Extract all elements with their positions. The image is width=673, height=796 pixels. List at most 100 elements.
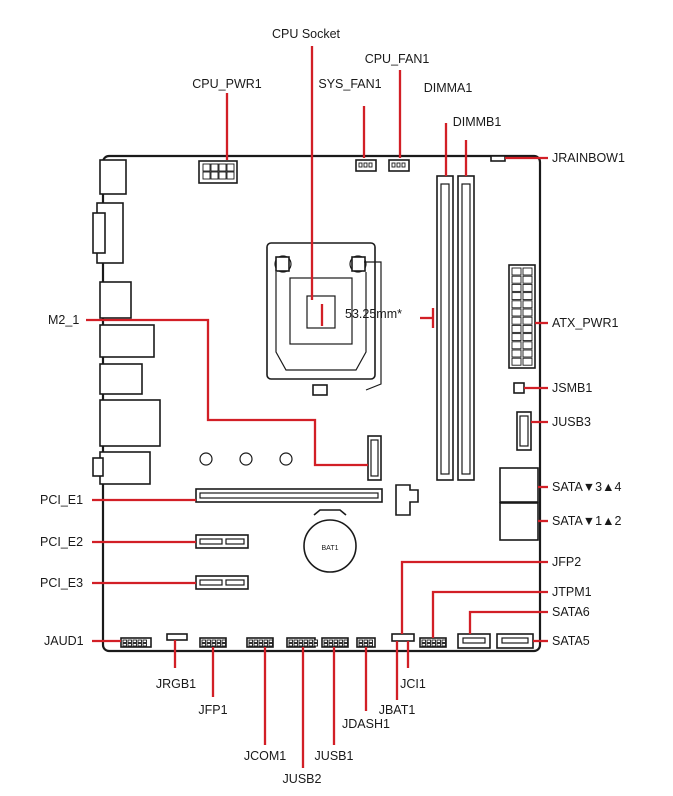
connector-pin	[511, 283, 522, 292]
connector-pin	[253, 643, 258, 647]
connector-pin	[248, 643, 253, 647]
connector-pin	[436, 639, 441, 643]
label-jusb3: JUSB3	[552, 415, 591, 429]
connector-pin	[338, 643, 343, 647]
label-jcom1: JCOM1	[244, 749, 286, 763]
label-sata12: SATA▼1▲2	[552, 514, 621, 528]
pci-e1-slot	[195, 484, 419, 516]
label-pci-e3: PCI_E3	[40, 576, 83, 590]
connector-pin	[298, 639, 303, 643]
label-pci-e2: PCI_E2	[40, 535, 83, 549]
atx-pwr1-connector	[508, 264, 536, 369]
label-jsmb1: JSMB1	[552, 381, 592, 395]
label-jdash1: JDASH1	[342, 717, 390, 731]
label-sys-fan1: SYS_FAN1	[318, 77, 381, 91]
connector-pin	[338, 639, 343, 643]
leader-lines	[86, 46, 548, 768]
connector-pin	[216, 643, 221, 647]
label-bat1: BAT1	[322, 545, 339, 552]
cmos-battery	[303, 509, 357, 573]
label-atx-pwr1: ATX_PWR1	[552, 316, 618, 330]
label-jtpm1: JTPM1	[552, 585, 592, 599]
connector-pin	[328, 639, 333, 643]
cpu-fan1-header	[388, 159, 410, 172]
connector-pin	[303, 639, 308, 643]
component-labels: CPU Socket CPU_FAN1 CPU_PWR1 SYS_FAN1 DI…	[40, 27, 625, 786]
connector-pin	[303, 643, 308, 647]
rear-io-panel	[92, 159, 161, 485]
label-dimension: 53.25mm*	[345, 307, 402, 321]
connector-pin	[298, 643, 303, 647]
connector-pin	[522, 341, 533, 350]
jsmb1-header	[513, 382, 525, 394]
connector-pin	[511, 267, 522, 276]
connector-pin	[441, 643, 446, 647]
connector-pin	[522, 316, 533, 325]
connector-pin	[293, 639, 298, 643]
label-jbat1: JBAT1	[379, 703, 416, 717]
connector-pin	[441, 639, 446, 643]
label-jrgb1: JRGB1	[156, 677, 196, 691]
connector-pin	[368, 643, 373, 647]
label-jaud1: JAUD1	[44, 634, 84, 648]
connector-pin	[122, 643, 127, 647]
pci-e3-slot	[195, 575, 249, 590]
connector-pin	[511, 316, 522, 325]
connector-pin	[358, 639, 363, 643]
connector-pin	[363, 643, 368, 647]
sata-stacked-ports	[499, 467, 539, 541]
connector-pin	[122, 639, 127, 643]
connector-pin	[436, 643, 441, 647]
label-dimma1: DIMMA1	[424, 81, 473, 95]
connector-pin	[308, 643, 313, 647]
connector-pin	[258, 643, 263, 647]
connector-pin	[426, 639, 431, 643]
connector-pin	[313, 639, 318, 643]
label-dimmb1: DIMMB1	[453, 115, 502, 129]
connector-pin	[127, 643, 132, 647]
connector-pin	[431, 639, 436, 643]
connector-pin	[426, 643, 431, 647]
connector-pin	[522, 357, 533, 366]
connector-pin	[288, 643, 293, 647]
connector-pin	[323, 643, 328, 647]
sys-fan1-header	[355, 159, 377, 172]
label-sata5: SATA5	[552, 634, 590, 648]
connector-pin	[323, 639, 328, 643]
label-jfp1: JFP1	[198, 703, 227, 717]
connector-pin	[522, 267, 533, 276]
connector-pin	[368, 639, 373, 643]
connector-pin	[511, 324, 522, 333]
connector-pin	[522, 349, 533, 358]
connector-pin	[511, 333, 522, 342]
connector-pin	[511, 308, 522, 317]
connector-pin	[313, 643, 318, 647]
label-cpu-fan1: CPU_FAN1	[365, 52, 430, 66]
connector-pin	[201, 643, 206, 647]
connector-pin	[132, 643, 137, 647]
label-pci-e1: PCI_E1	[40, 493, 83, 507]
label-jusb1: JUSB1	[315, 749, 354, 763]
m2-slot	[199, 435, 382, 481]
connector-pin	[206, 643, 211, 647]
jrgb1-header	[166, 633, 188, 641]
connector-pin	[221, 639, 226, 643]
connector-pin	[293, 643, 298, 647]
connector-pin	[211, 643, 216, 647]
label-jrainbow1: JRAINBOW1	[552, 151, 625, 165]
connector-pin	[268, 639, 273, 643]
jfp2-header	[391, 633, 415, 642]
connector-pin	[127, 639, 132, 643]
label-sata6: SATA6	[552, 605, 590, 619]
connector-pin	[431, 643, 436, 647]
label-jfp2: JFP2	[552, 555, 581, 569]
label-cpu-pwr1: CPU_PWR1	[192, 77, 262, 91]
label-jusb2: JUSB2	[283, 772, 322, 786]
connector-pin	[511, 275, 522, 284]
connector-pin	[132, 639, 137, 643]
label-cpu-socket: CPU Socket	[272, 27, 341, 41]
connector-pin	[137, 643, 142, 647]
connector-pin	[248, 639, 253, 643]
connector-pin	[333, 639, 338, 643]
connector-pin	[522, 324, 533, 333]
